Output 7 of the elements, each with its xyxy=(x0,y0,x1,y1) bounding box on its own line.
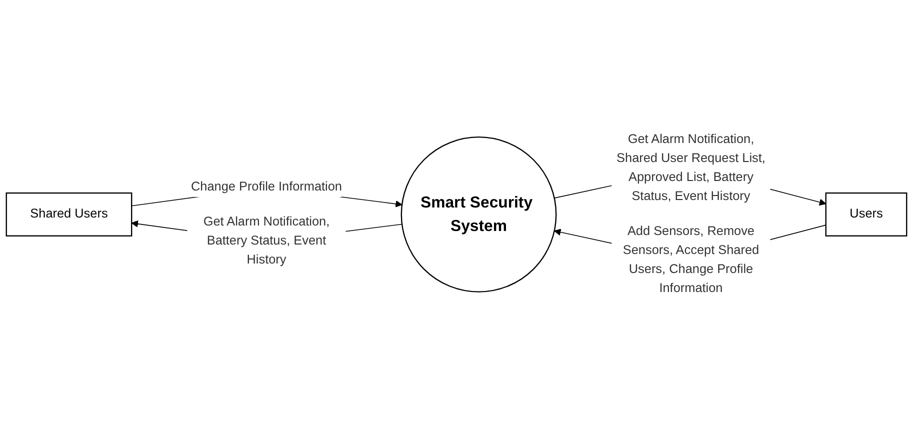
edge-label: Change Profile Information xyxy=(190,180,342,194)
edge-label: Get Alarm Notification, Battery Status, Event History xyxy=(203,215,330,267)
node-box: Users xyxy=(825,192,908,237)
node-circle: Smart Security System xyxy=(400,136,557,292)
edge-label: Add Sensors, Remove Sensors, Accept Shared Users, Change Profile Information xyxy=(622,224,760,296)
node-box: Shared Users xyxy=(6,192,132,237)
edge-label: Get Alarm Notification, Shared User Request List, Approved List, Battery Status, Event History xyxy=(616,132,766,204)
